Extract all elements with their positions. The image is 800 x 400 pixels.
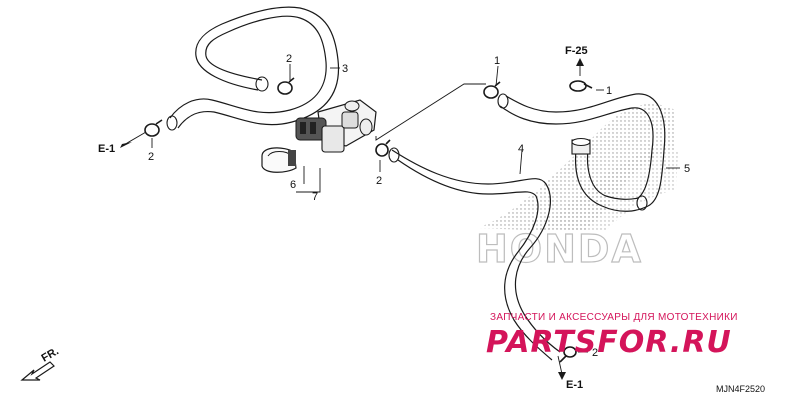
watermark-site: PARTSFOR.RU	[486, 325, 732, 360]
section-ref-e1-left-text[interactable]: E-1	[98, 143, 115, 155]
part-label-2: 2	[286, 53, 292, 65]
section-ref-e1-bottom-text[interactable]: E-1	[566, 379, 583, 391]
part-label-3: 3	[342, 63, 348, 75]
part-label-2: 2	[592, 347, 598, 359]
part-label-4: 4	[518, 143, 524, 155]
part-label-6: 6	[290, 179, 296, 191]
part-label-7: 7	[312, 191, 318, 203]
honda-wing-logo	[478, 104, 678, 232]
hose-4	[388, 147, 561, 361]
leader-lines	[151, 60, 680, 353]
section-ref-f25-text[interactable]: F-25	[565, 45, 588, 57]
clamp-upper	[277, 77, 295, 95]
honda-brand-watermark: HONDA	[476, 227, 643, 271]
pair-solenoid-valve	[295, 99, 377, 153]
part-label-2: 2	[148, 151, 154, 163]
watermark-tagline: ЗАПЧАСТИ И АКСЕССУАРЫ ДЛЯ МОТОТЕХНИКИ	[490, 312, 738, 323]
hose-3	[166, 6, 340, 131]
front-direction-label: FR.	[40, 345, 61, 364]
clamp-left	[144, 119, 163, 137]
mounting-band-6	[261, 147, 297, 173]
clamp-right-top	[569, 80, 593, 92]
part-label-1: 1	[606, 85, 612, 97]
part-label-1: 1	[494, 55, 500, 67]
clamp-center-top	[483, 81, 501, 99]
part-label-5: 5	[684, 163, 690, 175]
section-ref-e1-left[interactable]: E-1	[98, 131, 147, 155]
section-ref-f25[interactable]: F-25	[565, 45, 588, 66]
diagram-code: MJN4F2520	[716, 384, 765, 394]
clamp-bottom	[557, 346, 577, 375]
part-label-2: 2	[376, 175, 382, 187]
clamp-valve-outlet	[375, 139, 391, 157]
front-direction-arrow: FR.	[20, 345, 61, 381]
section-ref-e1-bottom[interactable]: E-1	[558, 372, 583, 391]
hose-5	[497, 93, 666, 212]
